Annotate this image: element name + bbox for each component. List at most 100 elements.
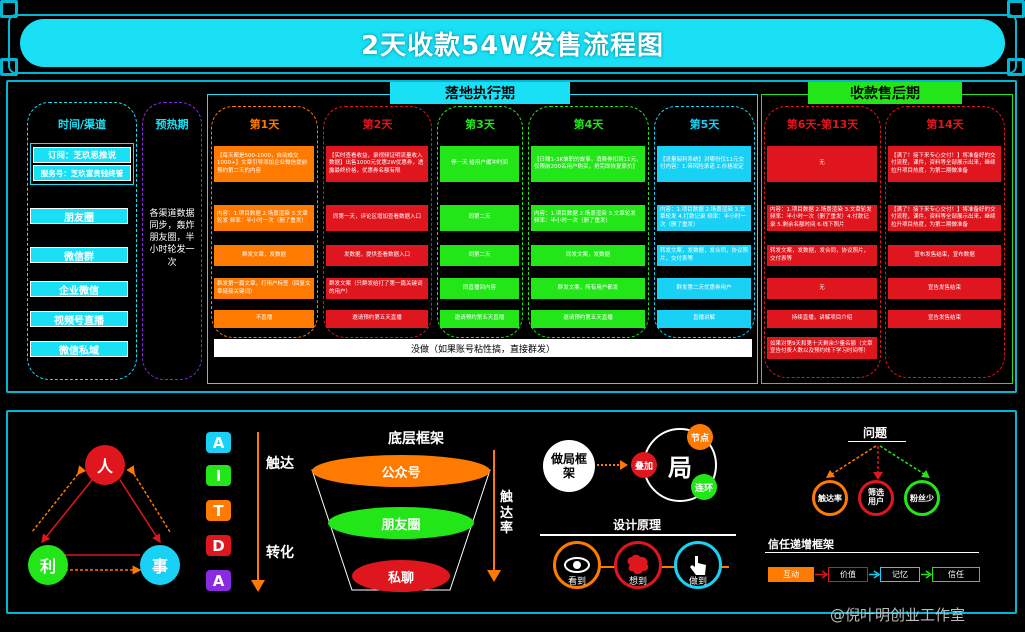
funnel-official-account: 公众号 <box>312 455 490 487</box>
cell-day1-wecom: 群发第一篇文章，打用户标签（回复文章链接关键词） <box>214 278 314 299</box>
header-day5: 第5天 <box>689 118 720 131</box>
cell-day6-video: 持续直播，讲解项目介绍 <box>767 310 877 328</box>
cell-day3-group: 同第二天 <box>440 245 519 266</box>
cell-day6-moments: 内容：1.项目数据 2.场景渲染 3.文章轮发 频率：半小时一次（删了重发）4.… <box>767 205 877 231</box>
channel-service: 服务号：芝玖富贵钱终管 <box>33 165 131 181</box>
cell-day1-video: 不直播 <box>214 310 314 328</box>
label-convert: 转化 <box>266 545 294 561</box>
trust-step-value: 价值 <box>828 567 868 582</box>
cell-day6-wecom: 无 <box>767 278 877 299</box>
cell-day5-official: 【流量裂利系统】对哪份仅11元交付内容：1.带风险承诺 2.价格说定 <box>657 146 751 182</box>
column-time-channel <box>27 102 137 380</box>
corner-ornament <box>1007 0 1025 18</box>
trust-underline <box>765 552 979 553</box>
header-time-channel: 时间/渠道 <box>57 118 107 131</box>
corner-ornament <box>1007 58 1025 76</box>
design-title: 设计原理 <box>612 518 661 532</box>
cell-day14-video: 宣告发售结束 <box>888 310 1001 328</box>
cell-day4-moments: 内容：1.项目数据 2.场景渲染 3.文章轮发 频率：半小时一次（删了重发） <box>531 205 645 231</box>
trust-arrows <box>815 570 933 579</box>
node-profit: 利 <box>28 545 68 585</box>
bureau-stack: 叠加 <box>631 452 657 478</box>
reach-rate-arrow <box>487 450 501 582</box>
phase-execution: 落地执行期 <box>390 82 570 104</box>
cell-day6-group: 转发文案，发数据，发合同，协议照片，交付表等 <box>767 245 877 266</box>
design-step-see: 看到 <box>567 577 586 587</box>
cell-day14-wecom: 宣告发售结束 <box>888 278 1001 299</box>
column-day4 <box>528 106 649 338</box>
problem-reach-rate: 触达率 <box>812 480 848 516</box>
cell-day3-video: 邀请预约第五天直播 <box>440 310 519 328</box>
aitda-letter: T <box>206 500 231 521</box>
header-day1: 第1天 <box>249 118 280 131</box>
trust-title: 信任递增框架 <box>768 538 834 551</box>
cell-private-wide: 没做（如果账号粘性搞，直接群发） <box>214 339 752 357</box>
bureau-make: 做局框架 <box>543 440 595 492</box>
column-preheat <box>142 102 202 380</box>
preheat-text: 各渠道数据同步，轰炸朋友圈，半小时轮发一次 <box>149 209 195 268</box>
execution-frame <box>207 94 758 384</box>
column-day1 <box>211 106 318 338</box>
eye-icon <box>553 541 601 589</box>
phase-after-sales: 收款售后期 <box>808 82 962 104</box>
channel-moments: 朋友圈 <box>30 208 128 224</box>
triangle-arrows <box>31 465 171 575</box>
header-day6-13: 第6天-第13天 <box>786 118 859 131</box>
problem-arrows <box>826 445 930 480</box>
cell-day14-moments: 【满了！接下来专心交付！】将准备好的交付流程，课件，资料等全部展示出来，继续拉升… <box>888 205 1001 231</box>
channel-wecom: 企业微信 <box>30 281 128 297</box>
cell-day5-wecom: 群发第二天优惠券用户 <box>657 278 751 299</box>
cell-day14-official: 【满了！接下来专心交付！】将准备好的交付流程，课件，资料等全部展示出来，继续拉升… <box>888 146 1001 182</box>
cell-day2-moments: 同第一天，评论区增加查看数据入口 <box>326 205 428 231</box>
funnel-moments: 朋友圈 <box>328 507 474 539</box>
label-reach-rate: 触达率 <box>500 490 514 537</box>
cell-day4-video: 邀请预约第五天直播 <box>531 310 645 328</box>
column-day3 <box>437 106 523 338</box>
cell-day6-private: 如果对第9天和第十天剩余少量名额（文章宣告付费人数以及预约线下学习时间等） <box>767 337 877 359</box>
cell-day1-moments: 内容：1.项目数据 2.场景渲染 3.文章轮发 频率：半小时一次（删了重发） <box>214 205 314 231</box>
framework-title: 底层框架 <box>388 431 444 447</box>
column-day6-13 <box>764 106 881 378</box>
bureau-dotted-arrow <box>597 460 628 470</box>
problem-few-fans: 粉丝少 <box>904 480 940 516</box>
hand-click-icon <box>674 541 722 589</box>
cell-day5-video: 直播讲解 <box>657 310 751 328</box>
design-step-think: 想到 <box>628 577 647 587</box>
cell-day2-group: 发数据，提供查看数据入口 <box>326 245 428 266</box>
label-reach: 触达 <box>266 456 294 472</box>
cell-day4-group: 同发文案，发数据 <box>531 245 645 266</box>
trust-step-interact: 互动 <box>768 567 814 582</box>
channel-subscribe: 订阅：芝玖思推说 <box>33 147 131 163</box>
cell-day3-wecom: 同直播间内容 <box>440 278 519 299</box>
channel-video: 视频号直播 <box>30 311 128 327</box>
trust-step-memory: 记忆 <box>880 567 920 582</box>
aitda-letter: A <box>206 432 231 453</box>
cell-day2-wecom: 群发文案（只群发给打了第一篇关键词的用户） <box>326 278 428 299</box>
official-account-group <box>30 143 134 185</box>
trust-step-trust: 信任 <box>932 567 980 582</box>
problem-title: 问题 <box>862 426 887 440</box>
bureau-chain: 连环 <box>691 474 717 500</box>
execution-section <box>6 80 1017 393</box>
bureau-node: 节点 <box>687 424 713 450</box>
node-person: 人 <box>85 445 125 485</box>
cell-day2-video: 邀请预约第五天直播 <box>326 310 428 328</box>
header-preheat: 预热期 <box>155 118 189 131</box>
after-sales-frame <box>761 94 1013 384</box>
aitda-letter: D <box>206 535 231 556</box>
page-title: 2天收款54W发售流程图 <box>361 30 664 61</box>
channel-wechat-group: 微信群 <box>30 247 128 263</box>
cell-day2-official: 【实时查看收益，录视频证明流量收入数据】出售1000元优惠2W优惠券，透露最终价… <box>326 146 428 182</box>
cell-day6-official: 无 <box>767 146 877 182</box>
column-day5 <box>654 106 755 338</box>
cell-day5-group: 转发文案，发数据，发合同，协议照片，交付表等 <box>657 245 751 266</box>
corner-ornament <box>0 58 18 76</box>
design-step-do: 做到 <box>688 577 707 587</box>
aitda-letter: I <box>206 465 231 486</box>
design-divider <box>540 534 736 536</box>
cell-day1-official: 【每天都是500-1000，自动成交1000+】文章引导添加企业微信提前预约第二… <box>214 146 314 182</box>
header-day2: 第2天 <box>362 118 393 131</box>
cell-day14-group: 宣布发售结束，宣布数据 <box>888 245 1001 266</box>
watermark: @倪叶明创业工作室 <box>830 606 966 624</box>
cell-day3-moments: 同第二天 <box>440 205 519 231</box>
